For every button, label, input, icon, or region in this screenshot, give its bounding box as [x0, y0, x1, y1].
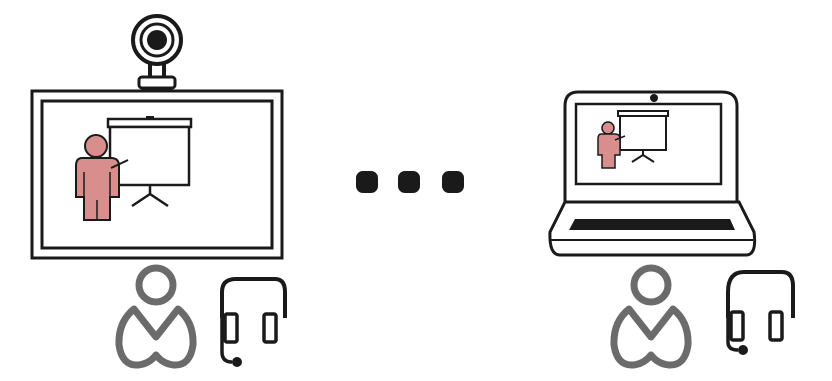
- headset-icon: [222, 279, 285, 367]
- ellipsis-dots-icon: [356, 171, 464, 193]
- person-icon: [614, 268, 688, 365]
- left-station: [32, 16, 285, 367]
- headset-icon: [728, 272, 793, 355]
- right-station: [550, 92, 793, 365]
- person-icon: [119, 268, 193, 365]
- webcam-icon: [133, 16, 181, 88]
